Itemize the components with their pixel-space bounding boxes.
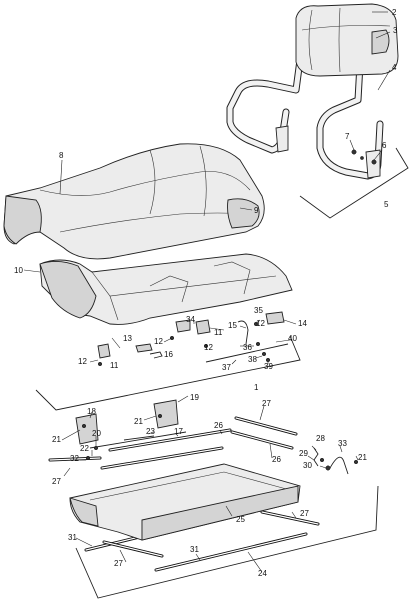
callout-1: 1: [254, 383, 259, 392]
bracket-14: [265, 311, 285, 325]
callout-8: 8: [59, 151, 64, 160]
bracket-13: [135, 343, 153, 353]
callout-10: 10: [14, 266, 23, 275]
callout-2: 2: [392, 8, 397, 17]
bottom-frame-group: 17 18 19 20 21 21 21 22 23 24 25 26 26 2…: [48, 393, 379, 599]
callout-14: 14: [298, 319, 307, 328]
callout-39: 39: [264, 362, 273, 371]
backrest-cover: [371, 29, 390, 55]
group-bracket-5: [299, 147, 409, 219]
callout-21-b: 21: [134, 417, 143, 426]
callout-28: 28: [316, 434, 325, 443]
group-bracket-24: [75, 485, 379, 599]
rod-23: [123, 435, 155, 441]
callout-13: 13: [123, 334, 132, 343]
seat-cushion-group: 8 9: [3, 143, 265, 260]
spring-16: [149, 351, 163, 359]
callout-33: 33: [338, 439, 347, 448]
callout-31-b: 31: [190, 545, 199, 554]
callout-19: 19: [190, 393, 199, 402]
callout-12-b: 12: [154, 337, 163, 346]
callout-22: 22: [80, 444, 89, 453]
callout-23: 23: [146, 427, 155, 436]
callout-15: 15: [228, 321, 237, 330]
bottom-frame: [69, 463, 301, 541]
callout-36: 36: [243, 343, 252, 352]
callout-6: 6: [382, 141, 387, 150]
callout-21-c: 21: [358, 453, 367, 462]
callout-17: 17: [174, 427, 183, 436]
bolt-6: [371, 159, 377, 165]
backrest-group: 2 3 4 5 6 7: [226, 3, 409, 219]
callout-7: 7: [345, 132, 350, 141]
callout-26-b: 26: [272, 455, 281, 464]
callout-5: 5: [384, 200, 389, 209]
callout-21-a: 21: [52, 435, 61, 444]
seat-cushion: [3, 143, 265, 260]
callout-35: 35: [254, 306, 263, 315]
seat-base-group: 10 1 11 11 12 12 12 12 13 14 15 16 34 35…: [14, 253, 307, 411]
callout-12-d: 12: [256, 319, 265, 328]
callout-27-d: 27: [114, 559, 123, 568]
callout-12-c: 12: [204, 343, 213, 352]
bracket-11a: [97, 343, 111, 359]
callout-18: 18: [87, 407, 96, 416]
callout-11-right: 11: [214, 328, 223, 337]
linkage-17: [89, 431, 187, 449]
callout-25: 25: [236, 515, 245, 524]
callout-11-left: 11: [110, 361, 119, 370]
bracket-34: [175, 319, 191, 333]
callout-29: 29: [299, 449, 308, 458]
callout-27-b: 27: [52, 477, 61, 486]
backrest-pad: [295, 3, 399, 77]
latch-33: [329, 456, 349, 475]
rod-37: [205, 343, 289, 363]
callout-27-a: 27: [262, 399, 271, 408]
callout-20: 20: [92, 429, 101, 438]
callout-26-a: 26: [214, 421, 223, 430]
rods: [48, 416, 320, 572]
bracket-11b: [195, 319, 211, 335]
callout-37: 37: [222, 363, 231, 372]
callout-4: 4: [392, 63, 397, 72]
callout-12-a: 12: [78, 357, 87, 366]
bracket-19: [153, 399, 179, 429]
callout-31-a: 31: [68, 533, 77, 542]
callout-30: 30: [303, 461, 312, 470]
callout-34: 34: [186, 315, 195, 324]
latch-15: [237, 320, 249, 345]
backrest-frame: [226, 56, 384, 180]
callout-3: 3: [393, 26, 398, 35]
spring-28: [313, 447, 319, 467]
callout-27-c: 27: [300, 509, 309, 518]
callout-9: 9: [254, 206, 259, 215]
bolt-7: [351, 149, 357, 155]
group-bracket-1: [35, 335, 301, 411]
bracket-18: [75, 413, 99, 445]
callout-32: 32: [70, 454, 79, 463]
callout-40: 40: [288, 334, 297, 343]
callout-16: 16: [164, 350, 173, 359]
callout-38: 38: [248, 355, 257, 364]
callout-24: 24: [258, 569, 267, 578]
